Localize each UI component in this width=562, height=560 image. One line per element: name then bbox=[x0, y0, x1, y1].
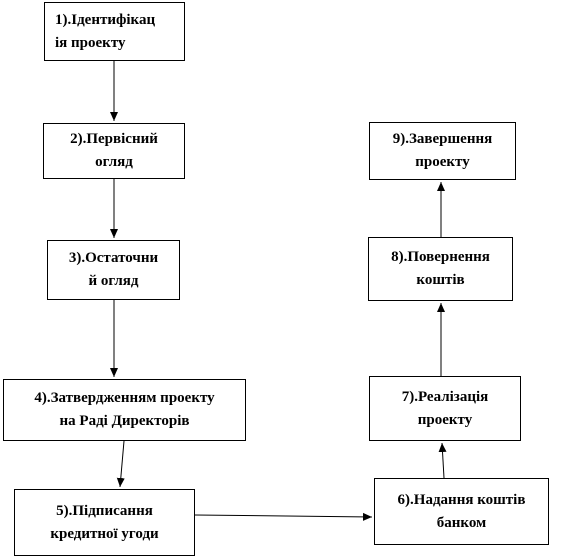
node-label: 6).Надання коштів банком bbox=[397, 491, 526, 531]
node-final-review: 3).Остаточни й огляд bbox=[47, 240, 180, 300]
arrow-4-to-5 bbox=[116, 440, 125, 488]
node-label: 1).Ідентифікац ія проекту bbox=[55, 11, 156, 51]
node-label: 5).Підписання кредитної угоди bbox=[50, 502, 159, 542]
node-board-approval: 4).Затвердженням проекту на Раді Директо… bbox=[3, 379, 246, 441]
node-label: 8).Повернення коштів bbox=[391, 249, 490, 288]
node-label: 9).Завершення проекту bbox=[392, 131, 493, 170]
node-loan-agreement-signing: 5).Підписання кредитної угоди bbox=[14, 489, 195, 556]
node-label: 7).Реалізація проекту bbox=[401, 388, 489, 428]
node-bank-disbursement: 6).Надання коштів банком bbox=[374, 478, 549, 545]
node-funds-repayment: 8).Повернення коштів bbox=[368, 237, 513, 301]
node-project-completion: 9).Завершення проекту bbox=[369, 122, 516, 180]
arrow-6-to-7 bbox=[438, 442, 447, 479]
node-label: 3).Остаточни й огляд bbox=[68, 250, 159, 289]
arrow-5-to-6 bbox=[194, 512, 373, 521]
node-label: 4).Затвердженням проекту на Раді Директо… bbox=[34, 390, 215, 429]
node-label: 2).Первісний огляд bbox=[70, 131, 158, 170]
node-initial-review: 2).Первісний огляд bbox=[43, 123, 185, 179]
node-project-implementation: 7).Реалізація проекту bbox=[369, 376, 521, 441]
node-project-identification: 1).Ідентифікац ія проекту bbox=[44, 2, 185, 61]
